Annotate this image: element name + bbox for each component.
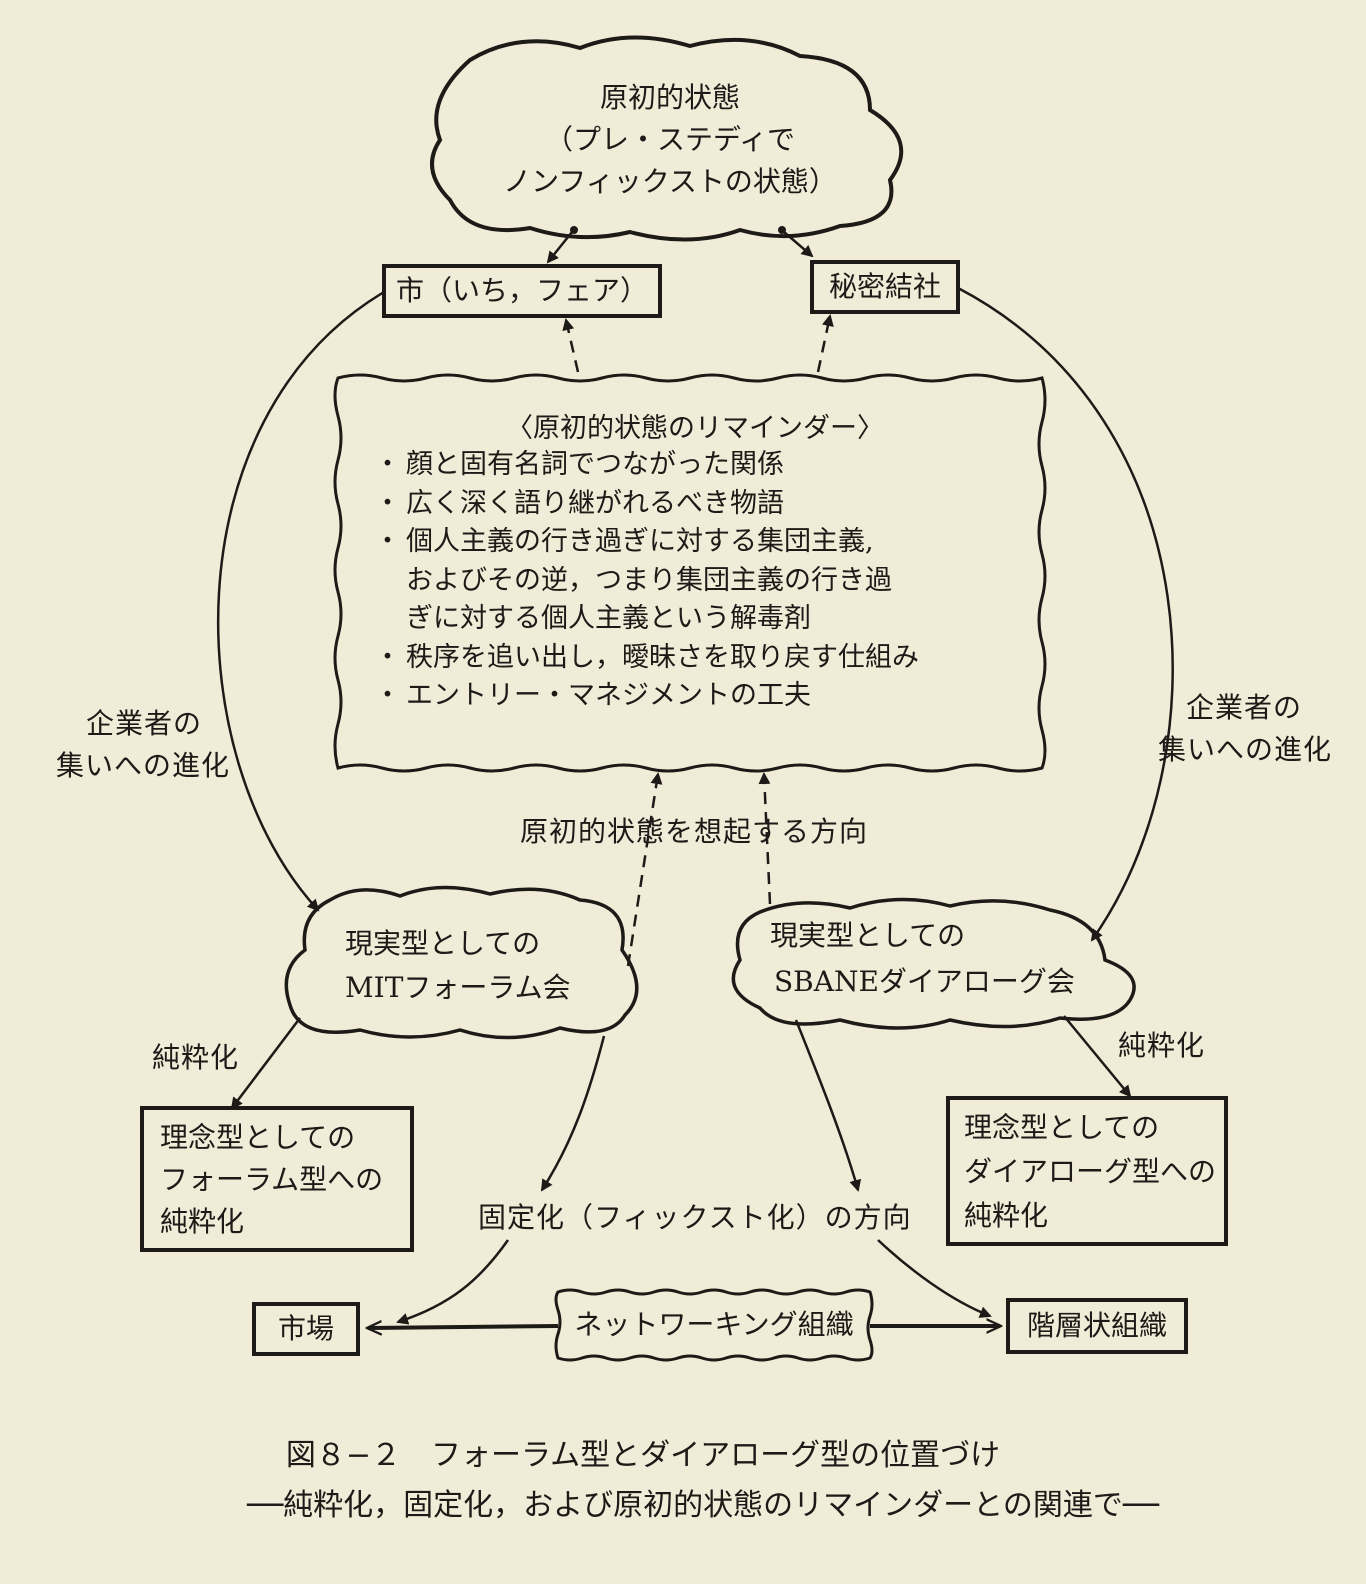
purify-right-label: 純粋化 [1118, 1029, 1206, 1062]
reminder-item: 個人主義の行き過ぎに対する集団主義, [374, 523, 1022, 562]
market-fair-box [382, 264, 662, 318]
ideal-forum-line2: フォーラム型への [160, 1163, 384, 1196]
reminder-item: 顔と固有名詞でつながった関係 [374, 446, 1022, 485]
top-cloud-line3: ノンフィックストの状態） [503, 165, 837, 198]
purify-right-arrow [1063, 1015, 1132, 1098]
top-cloud-line2: （プレ・ステディで [544, 123, 796, 156]
sbane-cloud-shape [731, 897, 1136, 1030]
reminder-item3-cont2: ぎに対する個人主義という解毒剤 [406, 603, 811, 634]
arrow-cloud-to-secret-society [783, 231, 814, 258]
recall-direction-label: 原初的状態を想起する方向 [520, 815, 869, 848]
fix-direction-label: 固定化（フィックスト化）の方向 [478, 1201, 912, 1234]
ideal-dialogue-line1: 理念型としての [964, 1111, 1160, 1144]
top-cloud-shape [430, 35, 904, 242]
market-fair-label: 市（いち，フェア） [395, 274, 648, 307]
hierarchy-box [1006, 1298, 1188, 1354]
top-cloud-title: 原初的状態 [599, 81, 740, 114]
fix-to-hierarchy-arrow [877, 1239, 992, 1318]
evolution-left-line2: 集いへの進化 [56, 749, 231, 782]
purify-left-label: 純粋化 [152, 1041, 240, 1074]
recall-to-market-fair [562, 318, 580, 373]
fix-mit-arrow [540, 1035, 606, 1192]
evolution-right-line1: 企業者の [1186, 691, 1303, 724]
secret-society-label: 秘密結社 [828, 270, 941, 303]
mit-forum-line2: MITフォーラム会 [345, 971, 571, 1004]
mit-forum-line1: 現実型としての [345, 927, 541, 960]
arrow-origin-left [570, 226, 578, 234]
fix-sbane-arrow [794, 1019, 862, 1192]
reminder-item: 広く深く語り継がれるべき物語 [374, 485, 1022, 524]
evolution-right-line2: 集いへの進化 [1158, 733, 1333, 766]
reminder-item-continued: ぎに対する個人主義という解毒剤 [382, 600, 1022, 639]
ideal-dialogue-box [946, 1096, 1228, 1246]
ideal-dialogue-line2: ダイアローグ型への [964, 1155, 1217, 1188]
purify-left-arrow [230, 1017, 301, 1110]
reminder-title: 〈原初的状態のリマインダー〉 [506, 413, 884, 444]
ideal-forum-line3: 純粋化 [160, 1205, 245, 1238]
reminder-item: 秩序を追い出し，曖昧さを取り戻す仕組み [374, 639, 1022, 678]
figure-caption-title: 図８−２ フォーラム型とダイアローグ型の位置づけ [285, 1438, 1001, 1473]
arrow-cloud-to-market-fair [546, 231, 573, 264]
mit-cloud-shape [284, 885, 639, 1040]
market-label: 市場 [277, 1312, 334, 1345]
market-box [252, 1302, 360, 1356]
arrow-origin-right [778, 226, 786, 234]
ideal-forum-line1: 理念型としての [160, 1121, 356, 1154]
reminder-item: エントリー・マネジメントの工夫 [374, 677, 1022, 716]
sbane-dialogue-line1: 現実型としての [770, 919, 966, 952]
figure-caption-subtitle: ──純粋化，固定化，および原初的状態のリマインダーとの関連で── [247, 1488, 1159, 1523]
sbane-dialogue-line2: SBANEダイアローグ会 [774, 965, 1075, 998]
ideal-forum-box [140, 1106, 414, 1252]
secret-society-box [810, 260, 960, 314]
networking-label: ネットワーキング組織 [574, 1308, 854, 1341]
reminder-item3-cont1: およびその逆，つまり集団主義の行き過 [406, 564, 892, 596]
hierarchy-label: 階層状組織 [1026, 1309, 1167, 1342]
ideal-dialogue-line3: 純粋化 [964, 1199, 1049, 1232]
recall-from-mit [626, 772, 663, 967]
reminder-box-shape [333, 373, 1047, 773]
evolution-left-line1: 企業者の [86, 707, 203, 740]
fix-to-market-arrow [396, 1239, 510, 1325]
recall-from-sbane [758, 772, 772, 905]
evolution-left-curve [216, 290, 385, 912]
reminder-list: 顔と固有名詞でつながった関係 広く深く語り継がれるべき物語 個人主義の行き過ぎに… [374, 446, 1022, 716]
networking-to-market-line [368, 1326, 559, 1328]
networking-box-shape [554, 1288, 874, 1362]
evolution-right-curve [957, 286, 1174, 942]
reminder-item-continued: およびその逆，つまり集団主義の行き過 [382, 562, 1022, 601]
recall-to-secret-society [816, 314, 834, 373]
